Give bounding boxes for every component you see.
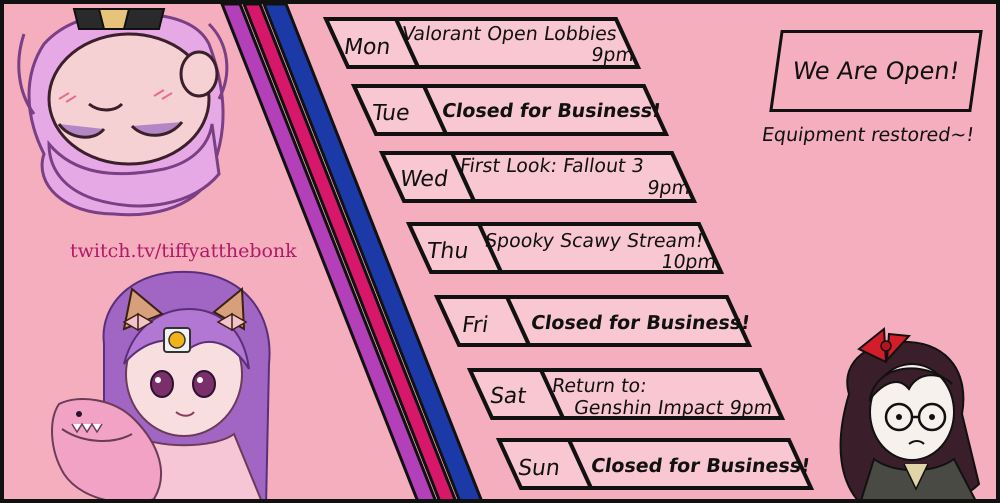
chibi-illustrations bbox=[17, 8, 981, 499]
day-divider bbox=[422, 85, 448, 135]
schedule-box bbox=[378, 151, 698, 203]
magenta-stripe bbox=[242, 4, 457, 499]
channel-link[interactable]: twitch.tv/tiffyatthebonk bbox=[70, 240, 297, 262]
day-divider bbox=[539, 369, 565, 419]
vtuber-girl-with-shark bbox=[51, 270, 271, 499]
schedule-box bbox=[433, 295, 753, 347]
blue-stripe bbox=[262, 4, 483, 499]
schedule-box bbox=[322, 17, 642, 69]
day-divider bbox=[567, 439, 593, 489]
day-divider bbox=[450, 152, 476, 202]
schedule-box bbox=[350, 84, 670, 136]
chibi-girl-with-glasses bbox=[839, 327, 981, 499]
day-divider bbox=[394, 18, 420, 68]
day-divider bbox=[505, 296, 531, 346]
upside-down-chibi-avatar bbox=[17, 8, 229, 217]
schedule-boxes bbox=[322, 17, 815, 490]
purple-stripe bbox=[220, 4, 437, 499]
diagonal-stripes bbox=[220, 4, 483, 499]
day-divider bbox=[477, 223, 503, 273]
schedule-box bbox=[405, 222, 725, 274]
schedule-box bbox=[495, 438, 815, 490]
